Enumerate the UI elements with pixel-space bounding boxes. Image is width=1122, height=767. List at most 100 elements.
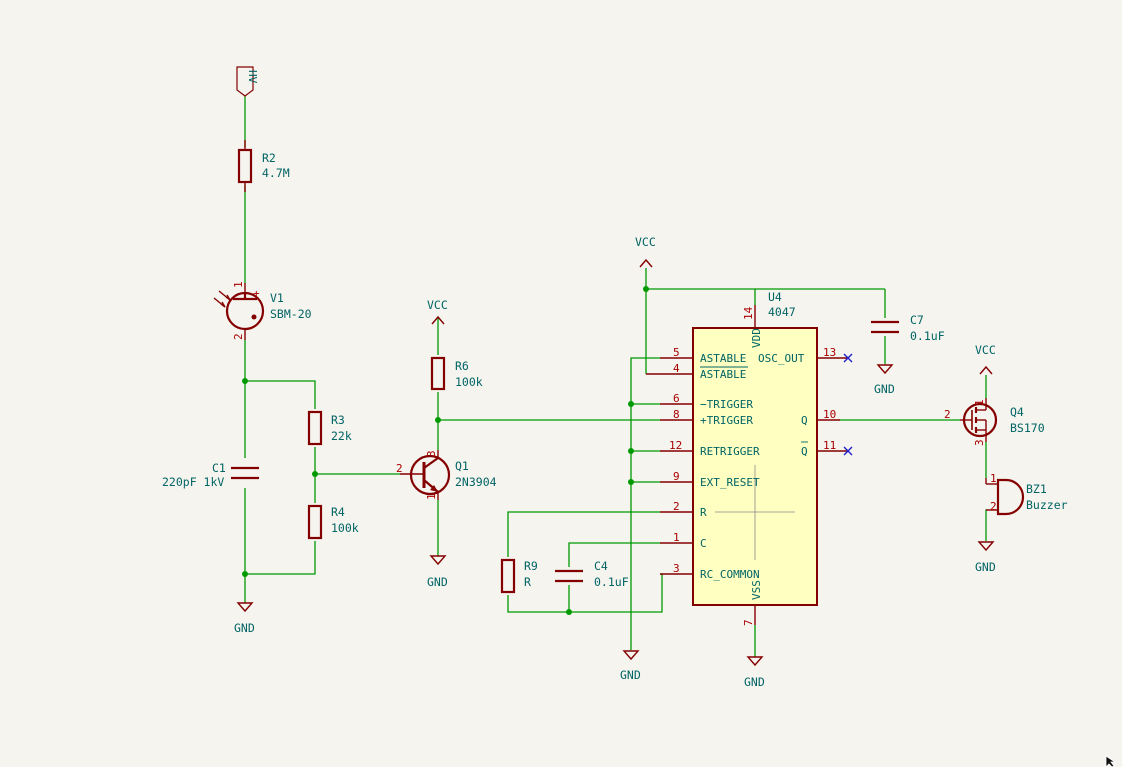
bz1-pin2: 2: [990, 500, 997, 513]
no-connect-pin11: [843, 446, 853, 456]
u4-left-pin[interactable]: 2 R: [660, 500, 707, 519]
u4-right-pin[interactable]: 10 Q: [801, 408, 840, 427]
u4-left-pin[interactable]: 3 RC_COMMON: [660, 562, 760, 581]
u4-ref: U4: [768, 290, 782, 304]
wires: [244, 96, 988, 657]
q1-value: 2N3904: [455, 475, 497, 489]
mouse-cursor-icon: [1105, 755, 1117, 767]
junction-dot: [643, 286, 649, 292]
u4-pin-label: OSC_OUT: [758, 352, 805, 365]
q4-pin1: 1: [973, 399, 986, 406]
u4-pin-vss-num: 7: [742, 619, 755, 626]
q4-pin3: 3: [973, 439, 986, 446]
gnd-label: GND: [427, 575, 448, 589]
resistor-r3[interactable]: R3 22k: [307, 410, 352, 446]
u4-pin-label: ASTABLE: [700, 368, 746, 381]
gnd-symbol[interactable]: GND: [427, 555, 448, 589]
q4-ref: Q4: [1010, 405, 1024, 419]
u4-vss-label: VSS: [750, 580, 763, 600]
v1-pin2: 2: [232, 333, 245, 340]
gnd-symbol[interactable]: GND: [975, 541, 996, 574]
q4-pin2: 2: [944, 408, 951, 421]
resistor-r6[interactable]: R6 100k: [430, 356, 483, 391]
u4-pin-num: 5: [673, 346, 680, 359]
mosfet-q4[interactable]: 2 1 3 Q4 BS170: [944, 398, 1045, 446]
q1-pin1: 1: [425, 493, 438, 500]
r3-ref: R3: [331, 413, 345, 427]
hv-label-text: HV: [246, 70, 259, 84]
junction-dot: [628, 401, 634, 407]
u4-pin-num: 13: [823, 346, 836, 359]
u4-right-pin[interactable]: 11 Q: [801, 439, 848, 458]
gnd-symbol[interactable]: GND: [234, 602, 255, 635]
no-connect-pin13: [843, 353, 853, 363]
u4-pin-label: R: [700, 506, 707, 519]
u4-left-pin[interactable]: 5 ASTABLE: [660, 346, 746, 365]
vcc-symbol[interactable]: VCC: [427, 298, 448, 325]
transistor-q1[interactable]: 2 3 1 Q1 2N3904: [396, 450, 497, 500]
vcc-symbol[interactable]: VCC: [635, 235, 656, 268]
gnd-symbol[interactable]: GND: [874, 364, 895, 396]
c4-value: 0.1uF: [594, 575, 629, 589]
u4-pin-label: RC_COMMON: [700, 568, 760, 581]
u4-pin-label: EXT_RESET: [700, 476, 760, 489]
capacitor-c4[interactable]: C4 0.1uF: [555, 559, 629, 589]
resistor-r2[interactable]: R2 4.7M: [237, 140, 290, 192]
c7-ref: C7: [910, 313, 924, 327]
r4-value: 100k: [331, 521, 359, 535]
u4-right-pin[interactable]: 13 OSC_OUT: [758, 346, 848, 365]
v1-value: SBM-20: [270, 307, 312, 321]
gnd-symbol[interactable]: GND: [744, 656, 765, 689]
bz1-ref: BZ1: [1026, 482, 1047, 496]
r2-ref: R2: [262, 151, 276, 165]
u4-pin-num: 6: [673, 392, 680, 405]
resistor-r4[interactable]: R4 100k: [307, 504, 359, 540]
bz1-value: Buzzer: [1026, 498, 1068, 512]
q4-value: BS170: [1010, 421, 1045, 435]
r6-value: 100k: [455, 375, 483, 389]
c7-value: 0.1uF: [910, 329, 945, 343]
u4-pin-label: Q: [801, 414, 808, 427]
u4-left-pin[interactable]: 8 +TRIGGER: [660, 408, 753, 427]
junction-dot: [435, 417, 441, 423]
junction-dot: [628, 448, 634, 454]
u4-left-pin[interactable]: 12 RETRIGGER: [660, 439, 760, 458]
u4-pin-num: 11: [823, 439, 836, 452]
junction-dot: [242, 571, 248, 577]
ic-u4[interactable]: 1 4 7 VDD VSS U4 4047 5 ASTABLE 4 ASTABLE…: [646, 290, 848, 626]
vcc-label: VCC: [427, 298, 448, 312]
hv-global-label[interactable]: HV: [236, 66, 259, 97]
geiger-tube-v1[interactable]: 1 2 + V1 SBM-20: [213, 281, 312, 340]
u4-left-pin[interactable]: 1 C: [660, 531, 707, 550]
buzzer-bz1[interactable]: 1 2 BZ1 Buzzer: [985, 472, 1068, 516]
u4-left-pin[interactable]: 4 ASTABLE: [646, 362, 748, 381]
r4-ref: R4: [331, 505, 345, 519]
u4-pin-num: 4: [673, 362, 680, 375]
capacitor-c1[interactable]: C1 220pF 1kV: [162, 461, 259, 489]
u4-left-pin[interactable]: 9 EXT_RESET: [660, 470, 760, 489]
u4-vdd-label: VDD: [750, 328, 763, 348]
vcc-symbol[interactable]: VCC: [975, 343, 996, 375]
c1-value: 220pF 1kV: [162, 475, 224, 489]
vcc-label: VCC: [975, 343, 996, 357]
gnd-label: GND: [620, 668, 641, 682]
u4-left-pin[interactable]: 6 −TRIGGER: [660, 392, 753, 411]
u4-pin-num: 3: [673, 562, 680, 575]
u4-value: 4047: [768, 305, 796, 319]
junction-dot: [242, 378, 248, 384]
u4-pin-num: 1: [673, 531, 680, 544]
u4-pin-num: 12: [669, 439, 682, 452]
u4-pin-num: 10: [823, 408, 836, 421]
v1-ref: V1: [270, 291, 284, 305]
junction-dot: [312, 471, 318, 477]
r2-value: 4.7M: [262, 166, 290, 180]
v1-plus: +: [253, 287, 260, 300]
capacitor-c7[interactable]: C7 0.1uF: [871, 313, 945, 343]
resistor-r9[interactable]: R9 R: [500, 558, 538, 594]
u4-pin-label: −TRIGGER: [700, 398, 753, 411]
gnd-label: GND: [874, 382, 895, 396]
c1-ref: C1: [212, 461, 226, 475]
u4-pin-num: 2: [673, 500, 680, 513]
gnd-symbol[interactable]: GND: [620, 650, 641, 682]
